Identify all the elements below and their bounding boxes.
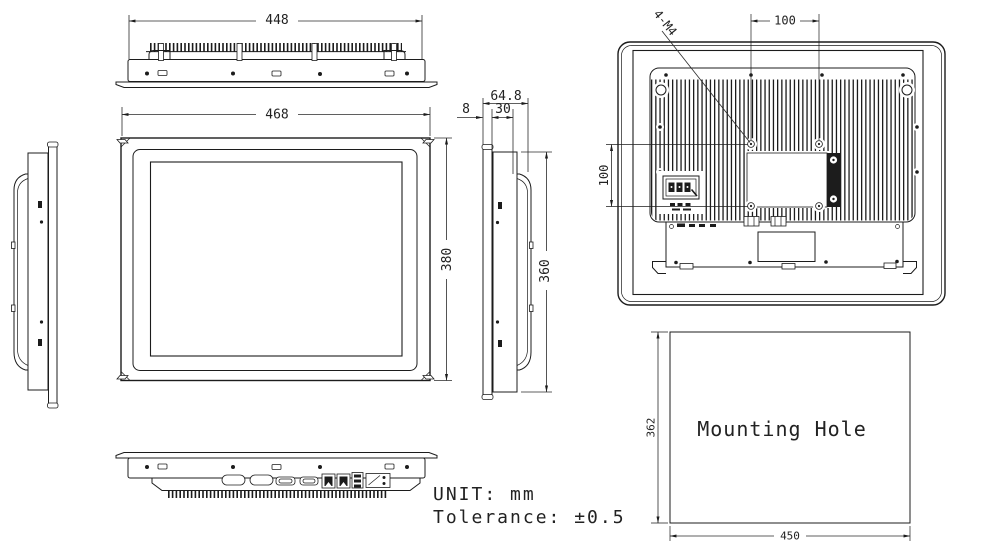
mounting-hole-diagram: Mounting Hole 362 450 [645,331,911,543]
usb-ports [351,472,364,489]
seam-connector [743,216,760,227]
vesa-hole [745,138,757,150]
front-outer-frame [120,137,431,382]
dim-label-100-v: 100 [597,165,611,187]
front-view: 468 380 [116,105,455,382]
chassis-body [127,59,426,82]
vesa-hole [813,138,825,150]
dim-vesa-horizontal: 100 [750,12,820,140]
io-ports [221,472,391,489]
corner-foot [903,261,917,274]
front-bezel [132,149,418,371]
side-bezel [48,143,58,406]
rear-corner-holes [653,82,915,98]
side-body [27,152,49,391]
bottom-view [115,452,438,499]
dim-label-64-8: 64.8 [490,89,521,104]
vesa-hole [813,200,825,212]
top-view: 448 [115,12,438,88]
seam-connector [770,216,787,227]
front-bezel-edge [115,452,438,459]
vesa-hole [745,200,757,212]
display-screen [149,161,403,357]
tolerance-note: Tolerance: ±0.5 [433,507,626,528]
lan-port [321,473,336,489]
dim-label-8: 8 [462,102,470,117]
vesa-mount-area [745,138,840,212]
label-plate [757,231,816,262]
rear-side-dots [656,123,921,176]
side-bezel [482,146,493,398]
front-bezel-edge [115,81,438,88]
dim-label-450: 450 [780,530,800,543]
cover-tabs [679,262,897,270]
dim-front-height: 380 [434,137,455,381]
dim-mounting-width: 450 [669,526,911,543]
right-side-view: 64.8 8 30 360 [457,89,553,400]
dim-depth-total: 64.8 [482,89,529,172]
cover-port-marks [677,223,716,227]
dim-mounting-height: 362 [645,331,668,524]
rear-cover-profile [517,173,532,371]
rear-inner-frame [632,49,924,296]
dim-top-width: 448 [128,12,423,59]
side-holes [495,202,502,347]
rear-io-cover [652,216,917,274]
side-holes [38,201,44,346]
dim-label-380: 380 [440,248,455,271]
side-body [492,151,518,393]
rear-outer-frame [617,41,946,306]
mounting-cutout [669,331,911,524]
dim-label-448: 448 [265,13,288,28]
corner-seams [116,137,435,381]
power-terminal [657,171,704,214]
power-inlet [365,473,391,488]
cover-screws [674,259,899,265]
chassis-holes [145,463,409,470]
mounting-hole-label: Mounting Hole [697,417,867,441]
cutout-oval [221,474,246,486]
rear-cover-profile [13,173,28,371]
mounting-clamps [148,43,406,61]
dim-label-360: 360 [538,259,553,282]
dim-label-362: 362 [645,418,658,438]
corner-foot [652,261,666,274]
dim-front-depth: 30 [491,102,514,174]
lan-port [336,473,351,489]
dim-label-30: 30 [495,102,511,117]
dim-front-width: 468 [121,105,431,136]
top-view-body [115,42,438,88]
dim-bezel-depth: 8 [457,102,483,120]
unit-note: UNIT: mm [433,484,536,505]
vesa-plate [746,152,828,208]
dim-label-468: 468 [265,108,288,123]
left-side-view [11,141,59,409]
chassis-holes [145,70,409,77]
drawing-notes: UNIT: mm Tolerance: ±0.5 [433,484,626,528]
dim-label-100-h: 100 [774,14,796,28]
dim-vesa-vertical: 100 [597,144,748,207]
cutout-oval [249,474,274,486]
dim-panel-height: 360 [521,151,553,393]
rear-view: 4-M4 100 100 [597,7,946,306]
